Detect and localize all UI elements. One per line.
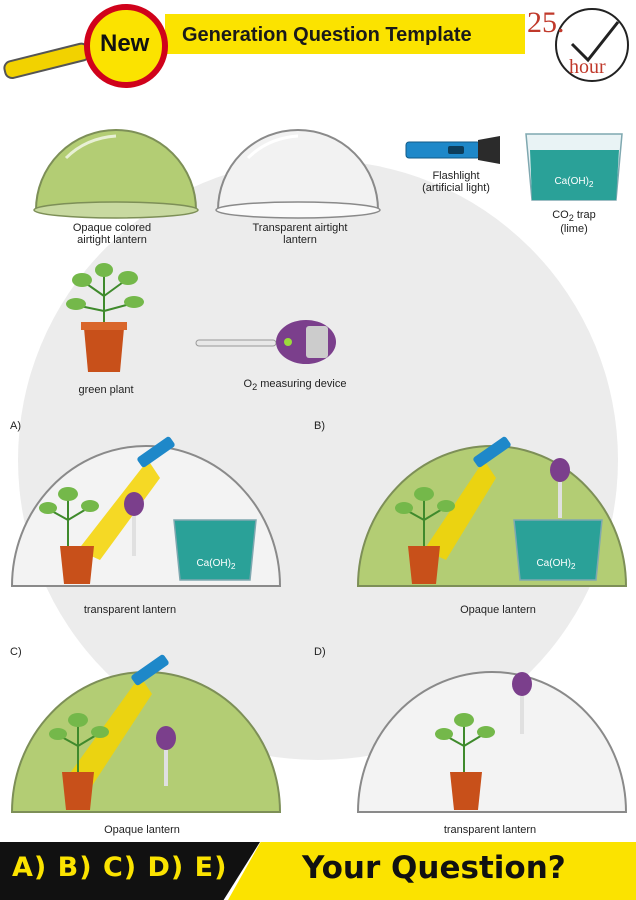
opaque-lantern-icon: [33, 129, 199, 219]
option-a-letter: A): [10, 420, 21, 432]
clock-icon: [555, 8, 629, 82]
plant-icon: [66, 263, 144, 372]
magnifier-handle: [1, 40, 92, 81]
option-d-scene: [356, 671, 628, 813]
answer-choices: A) B) C) D) E): [12, 852, 228, 883]
option-b-caption: Opaque lantern: [460, 604, 536, 616]
page-title: Generation Question Template: [182, 24, 472, 46]
co2-trap-label: CO2 trap (lime): [552, 209, 596, 236]
header-band: [165, 14, 525, 54]
o2-device-icon: [195, 320, 336, 364]
magnifier-icon: [84, 4, 168, 88]
option-b-scene: [356, 436, 628, 587]
option-a-scene: [10, 436, 282, 587]
option-c-letter: C): [10, 646, 22, 658]
flashlight-icon: [405, 136, 500, 164]
footer-question-band: [228, 842, 636, 900]
option-a-chemical: Ca(OH)2: [196, 558, 236, 571]
option-b-letter: B): [314, 420, 325, 432]
o2-device-label: O2 measuring device: [243, 378, 347, 393]
option-d-letter: D): [314, 646, 326, 658]
your-question-text: Your Question?: [302, 850, 566, 886]
flashlight-label: Flashlight(artificial light): [422, 170, 490, 194]
clock-number: 25.: [527, 6, 565, 39]
clock-unit: hour: [569, 56, 606, 78]
green-plant-label: green plant: [78, 384, 134, 396]
option-c-scene: [10, 654, 282, 813]
transparent-lantern-icon: [215, 129, 381, 219]
option-a-caption: transparent lantern: [83, 604, 177, 616]
checkmark-icon: [570, 21, 620, 63]
option-b-chemical: Ca(OH)2: [536, 558, 576, 571]
footer-answers-band: [0, 842, 260, 900]
new-badge: New: [100, 30, 150, 57]
co2-trap-icon: [525, 133, 623, 201]
co2-tank-chemical: Ca(OH)2: [554, 176, 594, 189]
option-d-caption: transparent lantern: [443, 824, 537, 836]
option-c-caption: Opaque lantern: [104, 824, 180, 836]
